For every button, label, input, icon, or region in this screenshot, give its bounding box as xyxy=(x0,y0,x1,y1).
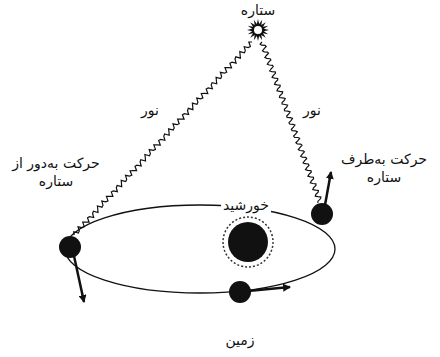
light-waves xyxy=(74,42,321,235)
motion-arrow xyxy=(248,287,290,291)
star-symbol xyxy=(247,19,269,41)
earth-bottom xyxy=(229,281,251,303)
sun-halo xyxy=(223,217,273,267)
earth-left xyxy=(59,236,81,258)
star-core xyxy=(254,26,262,34)
text-label: نور xyxy=(141,101,159,119)
earth-right xyxy=(311,203,333,225)
orbit-ellipse xyxy=(65,205,335,293)
text-label: نور xyxy=(303,101,321,119)
light-ray xyxy=(260,42,321,203)
text-label: خورشید xyxy=(221,196,271,214)
text-label: زمین xyxy=(225,331,254,349)
sun-disc xyxy=(228,222,268,262)
motion-arrow xyxy=(74,256,84,302)
star-spikes xyxy=(247,19,269,41)
text-label: حرکت به‌دور از ستاره xyxy=(6,154,106,190)
text-label: حرکت به‌طرف ستاره xyxy=(334,150,434,186)
motion-arrow xyxy=(325,172,331,205)
text-label: ستاره xyxy=(241,1,275,19)
